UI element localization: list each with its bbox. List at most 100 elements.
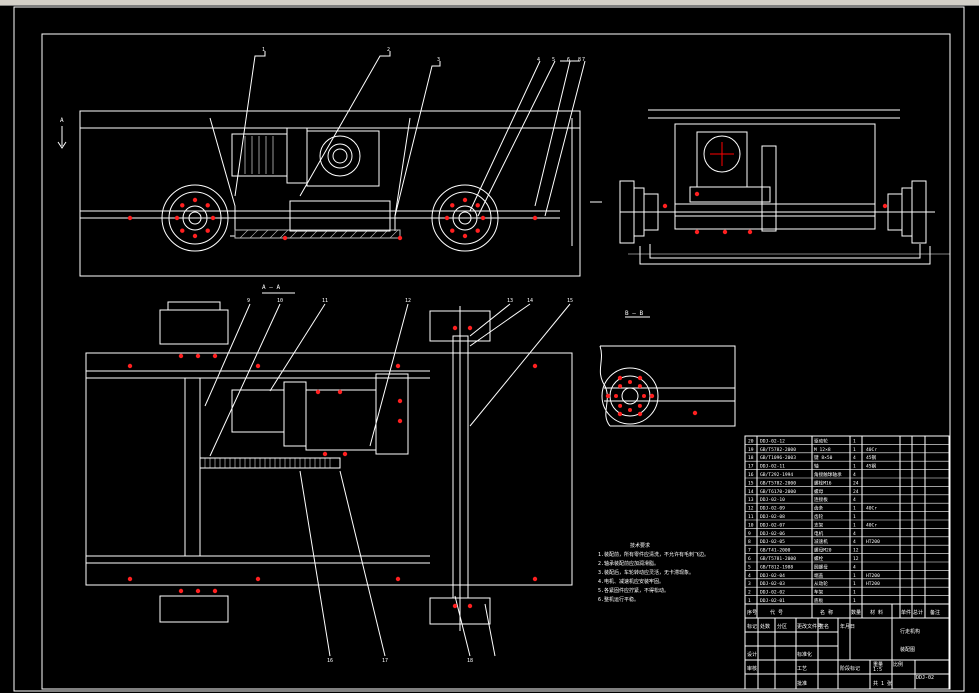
bolt-hole xyxy=(342,451,348,457)
bolt-hole xyxy=(212,353,218,359)
parts-cell-no: 17 xyxy=(748,464,754,470)
parts-cell-no: 9 xyxy=(748,531,751,537)
parts-cell-no: 16 xyxy=(748,472,754,478)
wheel-bolt xyxy=(174,215,180,221)
parts-cell-code: GB/T1096-2003 xyxy=(760,455,796,461)
bolt-hole xyxy=(662,203,668,209)
parts-cell-no: 5 xyxy=(748,564,751,570)
bolt-hole xyxy=(637,411,643,417)
parts-cell-no: 14 xyxy=(748,489,754,495)
bolt-hole xyxy=(395,576,401,582)
parts-cell-code: DDJ-02-10 xyxy=(760,497,785,503)
front-balloon-2: 2 xyxy=(387,47,390,53)
parts-cell-code: DDJ-02-06 xyxy=(760,531,785,537)
parts-header-qty: 数量 xyxy=(851,609,861,616)
parts-cell-no: 18 xyxy=(748,455,754,461)
parts-cell-no: 10 xyxy=(748,522,754,528)
wheel-bolt xyxy=(462,197,468,203)
parts-cell-qty: 24 xyxy=(853,480,859,486)
bolt-hole xyxy=(397,418,403,424)
tb-label: 重量 xyxy=(873,661,883,668)
wheel-bolt xyxy=(450,228,455,233)
parts-cell-name: 连接板 xyxy=(814,496,828,503)
parts-cell-no: 6 xyxy=(748,556,751,562)
bolt-hole xyxy=(532,215,538,221)
parts-cell-code: DDJ-02-03 xyxy=(760,581,785,587)
wheel-bolt xyxy=(444,215,450,221)
parts-cell-no: 11 xyxy=(748,514,754,520)
parts-cell-name: 支架 xyxy=(814,521,824,528)
tb-label: 处数 xyxy=(760,623,770,630)
parts-cell-no: 15 xyxy=(748,480,754,486)
outer-frame xyxy=(13,6,965,692)
bolt-hole xyxy=(127,576,133,582)
parts-cell-material: 45钢 xyxy=(866,454,877,461)
parts-cell-material: 40Cr xyxy=(866,506,877,512)
bolt-hole xyxy=(195,588,201,594)
parts-cell-qty: 1 xyxy=(853,522,856,528)
parts-cell-code: DDJ-02-07 xyxy=(760,522,785,528)
notes-title: 技术要求 xyxy=(630,542,650,549)
parts-cell-name: 底板 xyxy=(814,597,824,604)
parts-cell-code: GB/T5782-2000 xyxy=(760,447,796,453)
parts-cell-no: 8 xyxy=(748,539,751,545)
tb-label: 批准 xyxy=(797,680,807,687)
section-label-a-a: A — A xyxy=(262,284,280,291)
parts-cell-no: 12 xyxy=(748,506,754,512)
parts-cell-qty: 1 xyxy=(853,447,856,453)
bolt-hole xyxy=(694,229,700,235)
parts-cell-no: 1 xyxy=(748,598,751,604)
section-label-b-b: B — B xyxy=(625,310,643,317)
plan-balloon-15: 15 xyxy=(567,298,573,304)
parts-cell-code: GB/T812-1988 xyxy=(760,564,793,570)
parts-cell-name: 螺母 xyxy=(814,488,824,495)
parts-header-note: 备注 xyxy=(930,609,940,616)
parts-cell-qty: 1 xyxy=(853,573,856,579)
bolt-hole xyxy=(467,603,473,609)
parts-cell-name: 键 8×50 xyxy=(814,454,833,461)
plan-balloon-13: 13 xyxy=(507,298,513,304)
parts-cell-qty: 12 xyxy=(853,548,859,554)
bolt-hole xyxy=(127,363,133,369)
tb-label: 更改文件号 xyxy=(797,623,822,630)
notes-item: 1.装配前，所有零件应清洗，不允许有毛刺飞边。 xyxy=(598,551,709,558)
bolt-hole xyxy=(178,353,184,359)
parts-cell-qty: 1 xyxy=(853,590,856,596)
parts-cell-qty: 12 xyxy=(853,556,859,562)
parts-cell-qty: 4 xyxy=(853,539,856,545)
front-view xyxy=(57,51,602,277)
parts-cell-material: 40Cr xyxy=(866,447,877,453)
bolt-hole xyxy=(397,235,403,241)
parts-cell-no: 13 xyxy=(748,497,754,503)
tb-label: 签名 xyxy=(819,623,829,630)
detail-view xyxy=(599,316,736,427)
parts-cell-code: DDJ-02-04 xyxy=(760,573,785,579)
wheel-bolt xyxy=(205,203,210,208)
bolt-hole xyxy=(255,363,261,369)
bolt-hole xyxy=(637,375,643,381)
bolt-hole xyxy=(255,576,261,582)
parts-cell-qty: 4 xyxy=(853,564,856,570)
parts-cell-qty: 1 xyxy=(853,506,856,512)
parts-cell-qty: 1 xyxy=(853,464,856,470)
parts-cell-name: 圆螺母 xyxy=(814,563,828,570)
parts-cell-qty: 4 xyxy=(853,531,856,537)
parts-cell-qty: 4 xyxy=(853,497,856,503)
wheel-bolt xyxy=(180,228,185,233)
bolt-hole xyxy=(694,191,700,197)
notes-item: 2.轴承装配前应加润滑脂。 xyxy=(598,560,659,567)
parts-cell-name: 螺母M20 xyxy=(814,547,832,554)
tb-label: 工艺 xyxy=(797,666,807,672)
plan-balloon-12: 12 xyxy=(405,298,411,304)
wheel-bolt xyxy=(450,203,455,208)
bolt-hole xyxy=(315,389,321,395)
parts-cell-material: HT200 xyxy=(866,573,880,579)
bolt-hole xyxy=(617,411,623,417)
drawing-title: 行走机构 xyxy=(900,628,920,635)
parts-cell-material: HT200 xyxy=(866,539,880,545)
parts-cell-code: DDJ-02-08 xyxy=(760,514,785,520)
bolt-hole xyxy=(532,576,538,582)
parts-cell-material: 40Cr xyxy=(866,522,877,528)
flange-bolt xyxy=(637,403,642,408)
